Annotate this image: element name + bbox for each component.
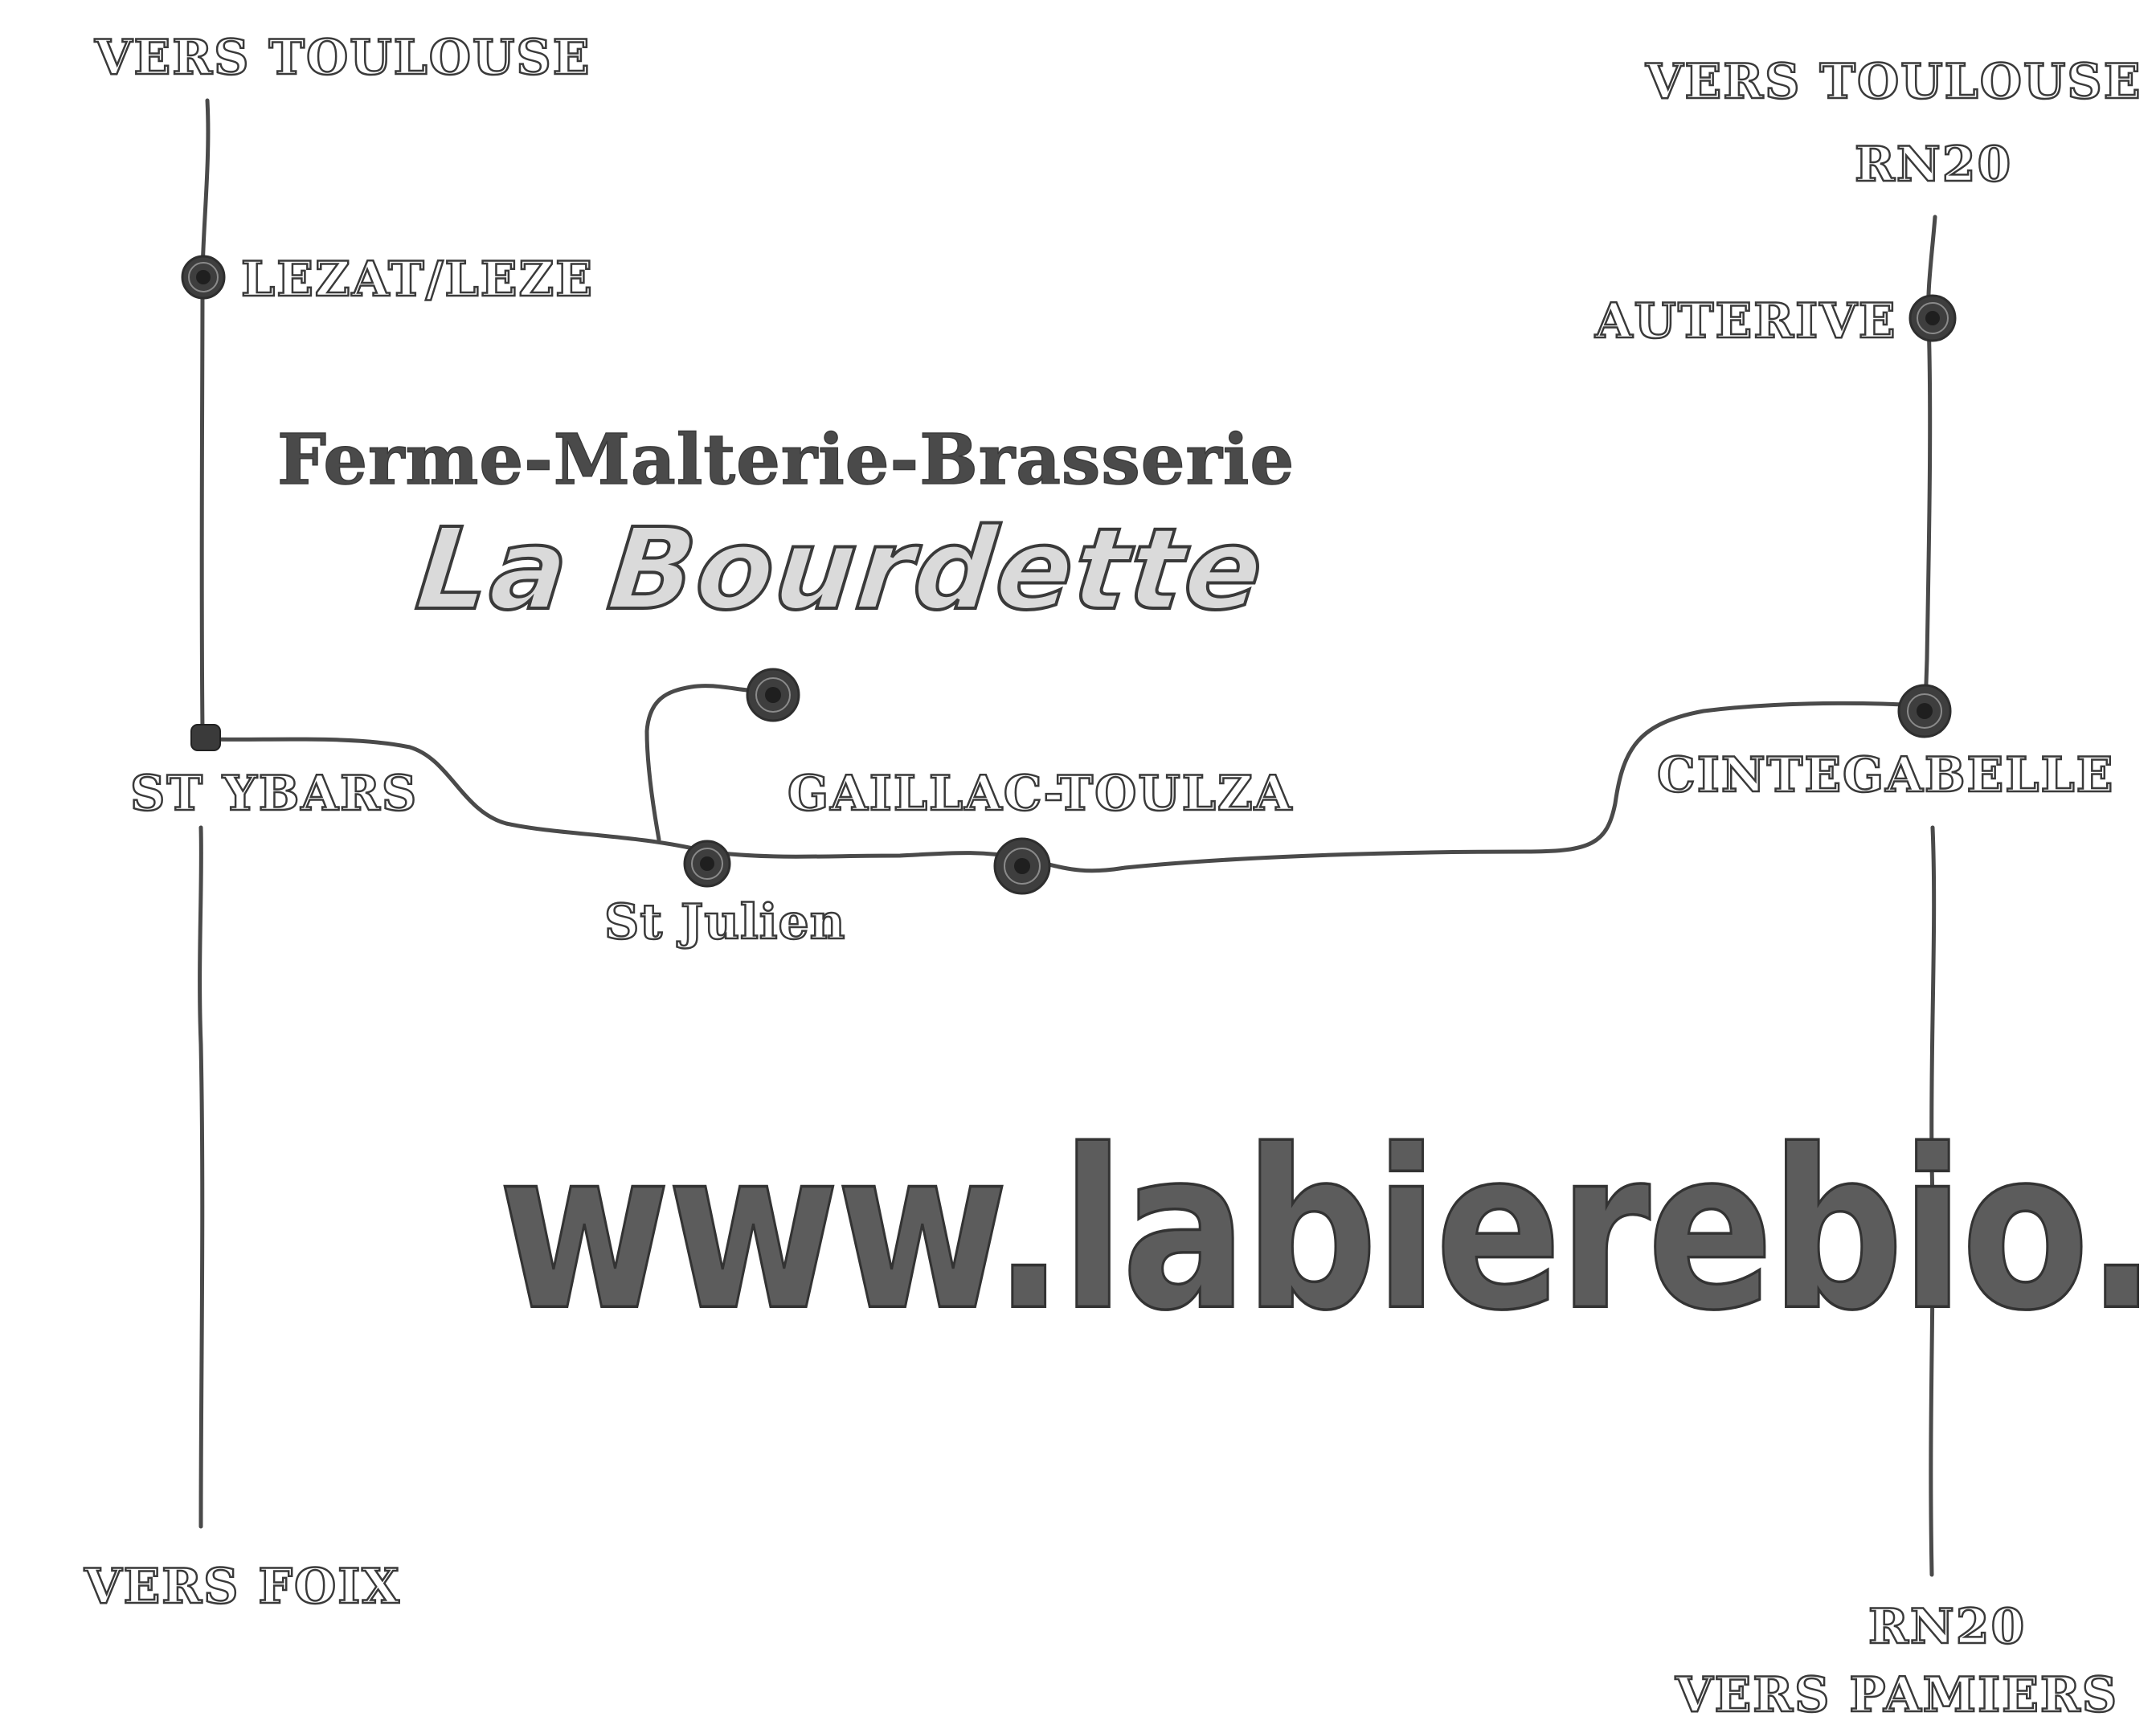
label-auterive: AUTERIVE [1594, 293, 1897, 349]
marker-cintegabelle [1897, 684, 1952, 738]
website-url: www.labierebio.fr [497, 1102, 2156, 1359]
marker-st-ybars [190, 724, 221, 751]
label-lezat-leze: LEZAT/LEZE [240, 251, 595, 308]
marker-gaillac-toulza [993, 837, 1051, 895]
marker-lezat-leze [181, 255, 226, 300]
brewery-subtitle: Ferme-Malterie-Brasserie [276, 419, 1295, 501]
label-st-julien: St Julien [603, 894, 846, 950]
road-right-south [1929, 825, 1937, 1577]
road-left-south [198, 825, 205, 1529]
label-st-ybars: ST YBARS [129, 766, 419, 822]
label-vers-foix: VERS FOIX [84, 1559, 401, 1615]
road-branch-la-bourdette [644, 684, 762, 842]
label-vers-toulouse-right: VERS TOULOUSE [1645, 54, 2142, 110]
road-left-north [199, 98, 211, 743]
label-gaillac-toulza: GAILLAC-TOULZA [787, 766, 1294, 822]
label-cintegabelle: CINTEGABELLE [1656, 747, 2115, 803]
label-vers-toulouse-left: VERS TOULOUSE [94, 30, 591, 86]
label-vers-pamiers: VERS PAMIERS [1675, 1667, 2119, 1723]
marker-la-bourdette [746, 668, 800, 722]
marker-st-julien [683, 840, 731, 888]
marker-auterive [1908, 294, 1957, 342]
brewery-name: La Bourdette [409, 503, 1271, 637]
road-right-north [1923, 215, 1937, 709]
label-rn20-top: RN20 [1854, 137, 2013, 193]
label-rn20-bottom: RN20 [1868, 1599, 2027, 1655]
